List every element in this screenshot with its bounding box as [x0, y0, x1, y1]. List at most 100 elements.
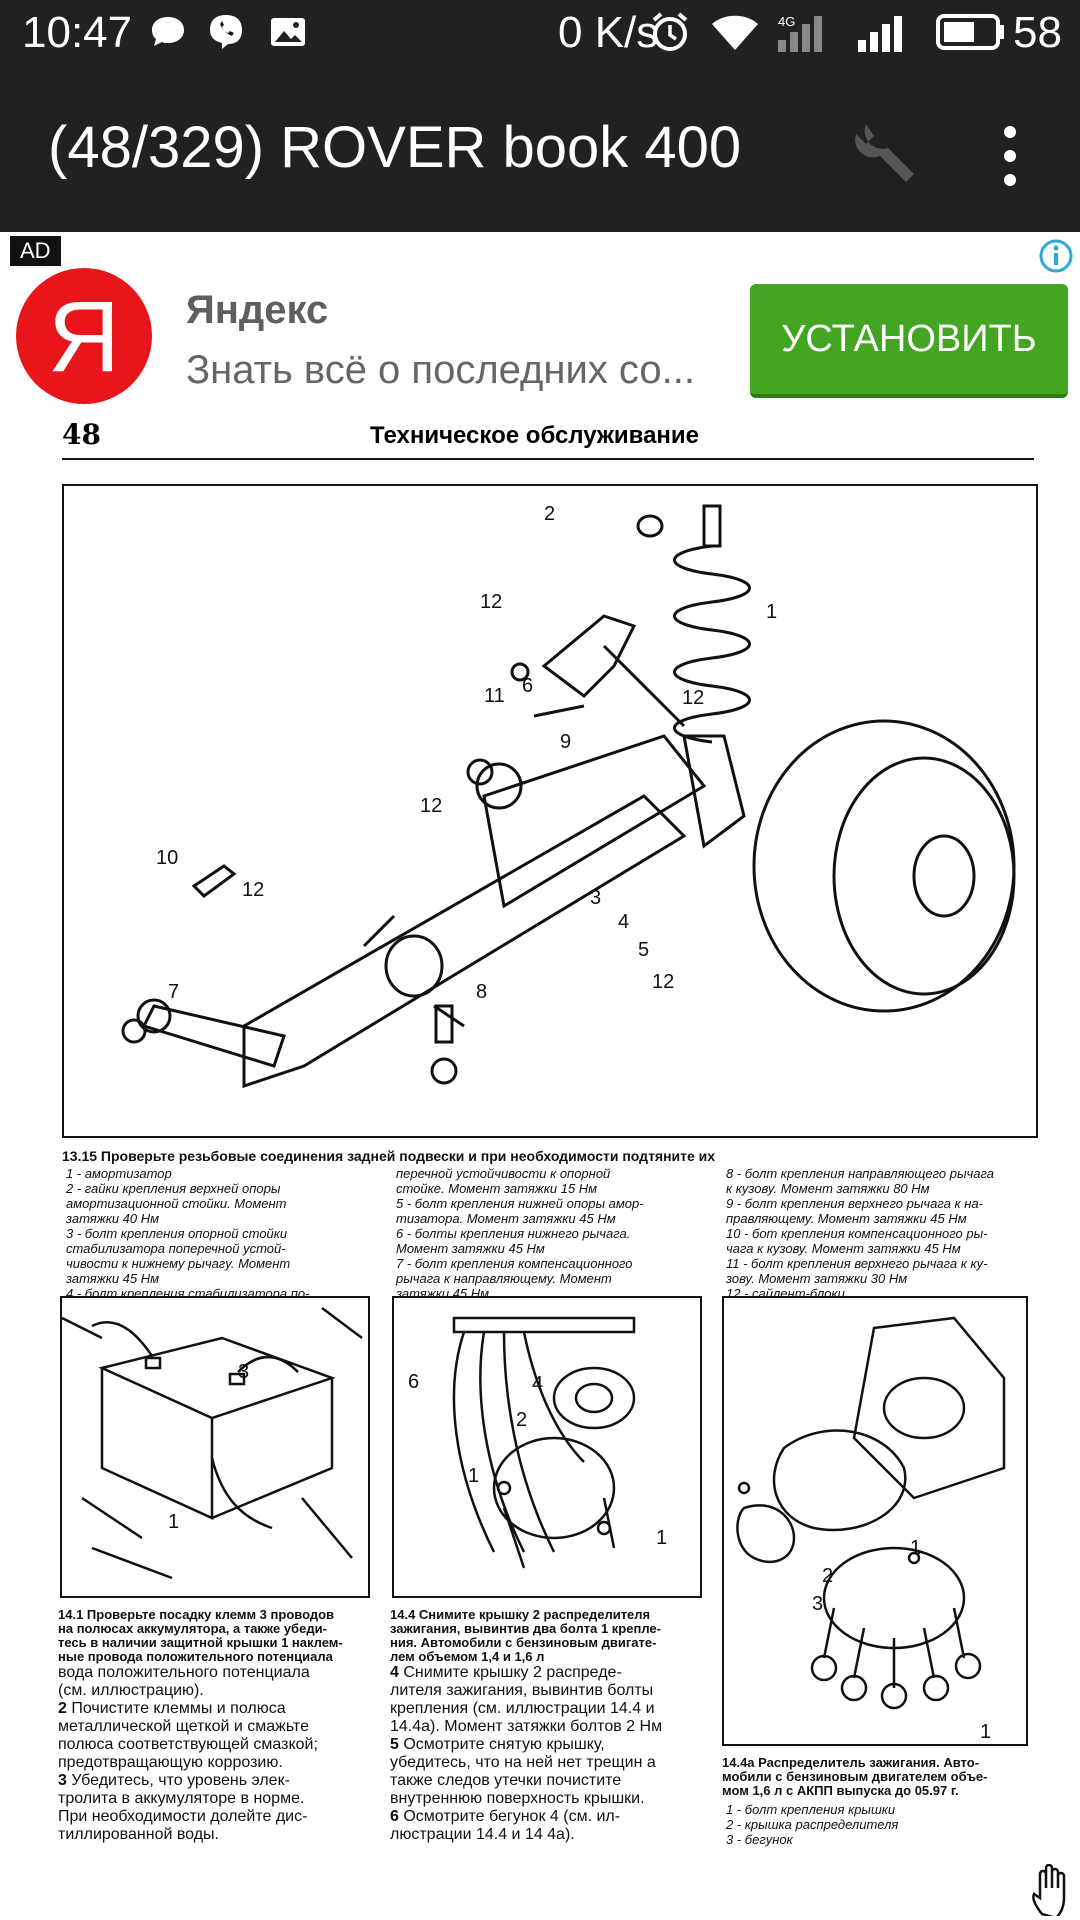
- legend-line: 2 - гайки крепления верхней опоры: [66, 1181, 281, 1196]
- callout-4: 4: [618, 911, 629, 933]
- text-line: Убедитесь, что уровень элек-: [66, 1772, 290, 1789]
- legend-line: 8 - болт крепления направляющего рычага: [726, 1166, 994, 1181]
- ad-brand[interactable]: Яндекс: [186, 288, 329, 332]
- text-step: 3: [58, 1772, 67, 1789]
- callout-12c: 12: [420, 795, 442, 817]
- callout-6: 6: [522, 675, 533, 697]
- callout-3: 3: [238, 1361, 249, 1383]
- legend-line: 1 - амортизатор: [66, 1166, 172, 1181]
- callout-1a: 1: [910, 1537, 921, 1559]
- gallery-icon: [271, 18, 305, 46]
- viber-icon: [210, 15, 242, 49]
- callout-1b: 1: [656, 1527, 667, 1549]
- ad-label: AD: [10, 236, 61, 266]
- callout-1b: 1: [980, 1721, 991, 1743]
- rear-suspension-drawing: 2 1 12 12 11 6 9 12 10 12 3 4 5 12 7 8: [121, 503, 1016, 1089]
- callout-7: 7: [168, 981, 179, 1003]
- text-line: тиллированной воды.: [58, 1826, 219, 1843]
- text-bold: ния. Автомобили с бензиновым двигате-: [390, 1635, 657, 1650]
- legend-line: амортизационной стойки. Момент: [66, 1196, 287, 1211]
- ad-text[interactable]: Знать всё о последних со...: [186, 348, 695, 392]
- text-step: 4: [390, 1664, 399, 1681]
- text-bold: 14.1 Проверьте посадку клемм 3 проводов: [58, 1607, 335, 1622]
- figure-13-15-legend-col2: перечной устойчивости к опорной стойке. …: [396, 1166, 644, 1301]
- callout-12d: 12: [242, 879, 264, 901]
- callout-11: 11: [484, 685, 505, 707]
- text-line: предотвращающую коррозию.: [58, 1754, 283, 1771]
- legend-line: зову. Момент затяжки 30 Нм: [726, 1271, 908, 1286]
- callout-12e: 12: [652, 971, 674, 993]
- battery-icon: [936, 14, 1004, 50]
- text-line: металлической щеткой и смажьте: [58, 1718, 309, 1735]
- signal-4g-icon: [778, 16, 822, 52]
- document-title: (48/329) ROVER book 400: [48, 115, 742, 180]
- callout-2: 2: [516, 1409, 527, 1431]
- legend-line: 9 - болт крепления верхнего рычага к на-: [726, 1196, 983, 1211]
- legend-line: 7 - болт крепления компенсационного: [396, 1256, 633, 1271]
- legend-line: 10 - бот крепления компенсационного ры-: [726, 1226, 988, 1241]
- text-line: лителя зажигания, вывинтив болты: [390, 1682, 654, 1699]
- callout-4: 4: [532, 1373, 543, 1395]
- legend-line: перечной устойчивости к опорной: [396, 1166, 611, 1181]
- text-bold: тесь в наличии защитной крышки 1 наклем-: [58, 1635, 343, 1650]
- callout-2: 2: [822, 1565, 833, 1587]
- text-line: люстрации 14.4 и 14 4а).: [390, 1826, 575, 1843]
- text-line: Осмотрите бегунок 4 (см. ил-: [398, 1808, 621, 1825]
- alarm-icon: [652, 12, 688, 51]
- text-line: внутреннюю поверхность крышки.: [390, 1790, 645, 1807]
- legend-line: 2 - крышка распределителя: [726, 1817, 899, 1832]
- callout-1: 1: [168, 1511, 179, 1533]
- figure-14-4a-caption: 14.4а Распределитель зажигания. Авто- мо…: [722, 1756, 987, 1798]
- legend-line: стойке. Момент затяжки 15 Нм: [396, 1181, 598, 1196]
- text-line: полюса соответствующей смазкой;: [58, 1736, 318, 1753]
- legend-line: правляющему. Момент затяжки 45 Нм: [726, 1211, 967, 1226]
- legend-line: рычага к направляющему. Момент: [396, 1271, 612, 1286]
- text-step: 5: [390, 1736, 399, 1753]
- text-line: крепления (см. иллюстрации 14.4 и: [390, 1700, 655, 1717]
- wrench-icon[interactable]: [846, 110, 930, 194]
- document-page[interactable]: 48 Техническое обслуживание: [0, 412, 1080, 1920]
- legend-line: к кузову. Момент затяжки 80 Нм: [726, 1181, 930, 1196]
- callout-8: 8: [476, 981, 487, 1003]
- figure-distributor-exploded: 1 2 3 1: [722, 1296, 1028, 1746]
- legend-line: Момент затяжки 45 Нм: [396, 1241, 545, 1256]
- callout-6: 6: [408, 1371, 419, 1393]
- section-14-4-text: 14.4 Снимите крышку 2 распределителя заж…: [390, 1608, 662, 1844]
- figure-13-15-legend-col1: 1 - амортизатор 2 - гайки крепления верх…: [66, 1166, 309, 1301]
- caption-line: мобили с бензиновым двигателем объе-: [722, 1769, 988, 1784]
- text-bold: 14.4 Снимите крышку 2 распределителя: [390, 1607, 651, 1622]
- text-line: вода положительного потенциала: [58, 1664, 310, 1681]
- ad-banner[interactable]: AD Я Яндекс Знать всё о последних со... …: [0, 232, 1080, 414]
- text-line: При необходимости долейте дис-: [58, 1808, 308, 1825]
- figure-distributor: 6 4 2 1 1: [392, 1296, 702, 1598]
- distributor-drawing: 6 4 2 1 1: [408, 1316, 667, 1569]
- distributor-exploded-drawing: 1 2 3 1: [736, 1316, 1006, 1743]
- callout-12b: 12: [682, 687, 704, 709]
- text-bold: зажигания, вывинтив два болта 1 крепле-: [390, 1621, 661, 1636]
- battery-level: 58: [1013, 8, 1062, 57]
- network-speed: 0 K/s: [558, 8, 659, 57]
- figure-battery: 3 1: [60, 1296, 370, 1598]
- section-14-1-text: 14.1 Проверьте посадку клемм 3 проводов …: [58, 1608, 343, 1844]
- yandex-logo[interactable]: Я: [16, 268, 152, 404]
- legend-line: тизатора. Момент затяжки 45 Нм: [396, 1211, 616, 1226]
- figure-14-4a-legend: 1 - болт крепления крышки 2 - крышка рас…: [726, 1802, 898, 1847]
- callout-12a: 12: [480, 591, 502, 613]
- heading-rule: [62, 458, 1034, 460]
- legend-line: 5 - болт крепления нижней опоры амор-: [396, 1196, 644, 1211]
- install-button[interactable]: УСТАНОВИТЬ: [750, 284, 1068, 398]
- pan-hand-icon[interactable]: [1030, 1864, 1076, 1916]
- chat-bubble-icon: [152, 17, 184, 46]
- text-line: Почистите клеммы и полюса: [66, 1700, 286, 1717]
- callout-10: 10: [156, 847, 178, 869]
- figure-13-15-caption: 13.15 Проверьте резьбовые соединения зад…: [62, 1148, 716, 1164]
- figure-13-15-legend-col3: 8 - болт крепления направляющего рычага …: [726, 1166, 994, 1301]
- text-bold: ные провода положительного потенциала: [58, 1649, 333, 1664]
- overflow-menu-icon[interactable]: [990, 114, 1030, 198]
- info-icon[interactable]: [1038, 238, 1074, 274]
- callout-1: 1: [766, 601, 777, 623]
- figure-rear-suspension: 2 1 12 12 11 6 9 12 10 12 3 4 5 12 7 8: [62, 484, 1038, 1138]
- callout-5: 5: [638, 939, 649, 961]
- caption-line: мом 1,6 л с АКПП выпуска до 05.97 г.: [722, 1783, 959, 1798]
- text-bold: на полюсах аккумулятора, а также убеди-: [58, 1621, 327, 1636]
